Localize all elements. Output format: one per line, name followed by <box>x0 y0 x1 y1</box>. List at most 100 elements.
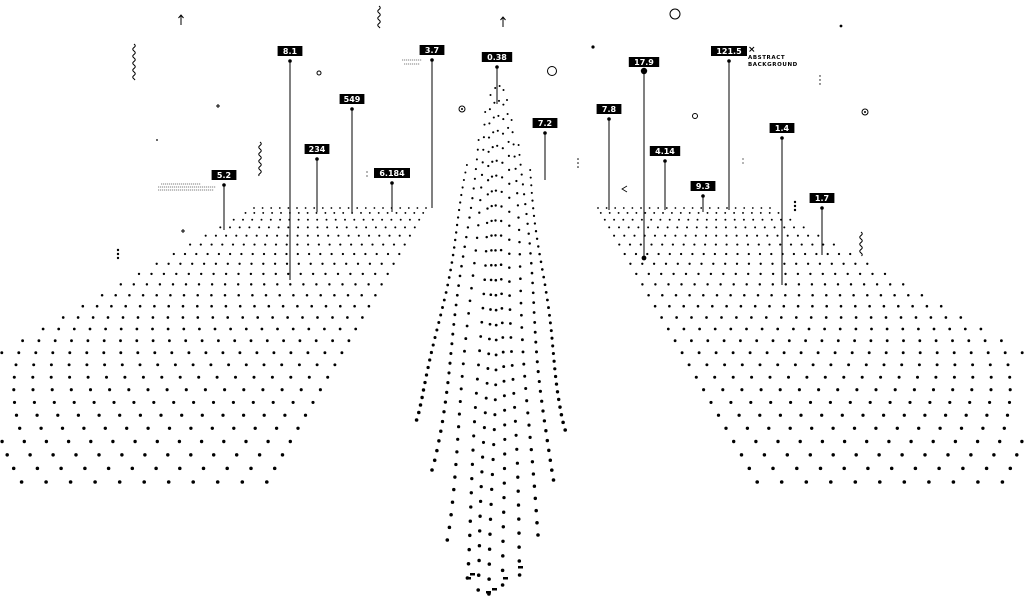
grid-dot <box>952 375 956 379</box>
grid-dot <box>706 211 709 214</box>
grid-dot <box>792 252 796 256</box>
grid-dot <box>137 272 141 276</box>
peak-dot <box>539 260 543 264</box>
peak-dot <box>508 252 511 255</box>
grid-dot <box>323 327 326 331</box>
target-icon <box>861 108 869 116</box>
peak-dot <box>450 261 454 264</box>
peak-dot <box>542 419 547 423</box>
grid-dot <box>306 226 309 229</box>
grid-dot <box>249 283 253 286</box>
grid-dot <box>893 388 897 392</box>
peak-dot <box>500 292 503 296</box>
tag-label: 121.5 <box>716 47 742 56</box>
grid-dot <box>365 226 368 229</box>
peak-dot <box>447 525 452 530</box>
grid-dot <box>319 252 322 256</box>
peak-dot <box>501 132 505 135</box>
grid-dot <box>371 218 374 221</box>
grid-dot <box>44 480 48 484</box>
grid-dot <box>297 226 300 229</box>
grid-dot <box>776 363 780 367</box>
peak-dot <box>536 533 540 537</box>
grid-dot <box>86 375 90 379</box>
grid-dot <box>665 207 668 209</box>
grid-dot <box>756 293 760 297</box>
grid-dot <box>796 234 799 237</box>
grid-dot <box>778 388 782 392</box>
grid-dot <box>217 252 221 256</box>
grid-dot <box>11 466 16 471</box>
peak-dot <box>543 283 547 287</box>
peak-dot <box>487 352 491 356</box>
grid-dot <box>739 453 744 457</box>
decorative-marks <box>116 5 869 260</box>
peak-dot <box>491 160 494 163</box>
peak-dot <box>452 487 456 492</box>
grid-dot <box>211 316 215 319</box>
grid-dot <box>751 207 754 209</box>
grid-dot <box>687 218 690 221</box>
dot-column-mark <box>366 171 368 173</box>
grid-dot <box>667 283 670 286</box>
grid-dot <box>297 262 300 265</box>
peak-dot <box>428 358 432 362</box>
grid-dot <box>278 207 281 209</box>
peak-dot <box>506 99 508 101</box>
grid-dot <box>953 439 958 444</box>
grid-dot <box>900 453 904 457</box>
peak-dot <box>533 496 538 501</box>
grid-dot <box>102 339 106 343</box>
grid-dot <box>286 316 289 319</box>
grid-dot <box>923 413 927 417</box>
grid-dot <box>693 283 696 286</box>
grid-dot <box>1003 351 1007 355</box>
grid-dot <box>169 293 172 297</box>
grid-dot <box>232 218 235 221</box>
grid-dot <box>119 283 123 286</box>
grid-dot <box>206 252 209 256</box>
grid-dot <box>992 453 996 457</box>
peak-dot <box>493 413 497 417</box>
peak-dot <box>547 306 550 310</box>
grid-dot <box>152 400 156 404</box>
grid-dot <box>715 234 718 237</box>
grid-dot <box>301 316 304 319</box>
grid-dot <box>279 218 282 221</box>
grid-dot <box>713 327 717 331</box>
grid-dot <box>32 363 36 367</box>
peak-dot <box>471 197 474 200</box>
grid-dot <box>72 327 76 331</box>
grid-dot <box>339 243 342 246</box>
grid-dot <box>138 413 143 417</box>
tag-anchor-dot <box>390 181 394 185</box>
grid-dot <box>125 426 129 430</box>
peak-dot <box>502 510 506 514</box>
grid-dot <box>733 211 736 214</box>
peak-dot <box>517 559 522 563</box>
grid-dot <box>133 439 137 444</box>
grid-dot <box>347 234 350 237</box>
grid-dot <box>745 426 750 430</box>
grid-dot <box>310 304 314 308</box>
peak-dot <box>532 301 536 304</box>
peak-dot <box>481 306 485 310</box>
grid-dot <box>902 413 906 417</box>
peak-dot <box>485 235 488 239</box>
peak-dot <box>457 425 461 429</box>
peak-dot <box>524 386 528 391</box>
grid-dot <box>915 375 920 379</box>
peak-dot <box>508 238 511 241</box>
grid-dot <box>678 218 680 221</box>
grid-dot <box>634 252 638 256</box>
grid-dot <box>88 327 92 331</box>
grid-dot <box>276 283 279 286</box>
grid-dot <box>657 252 660 256</box>
peak-dot <box>451 253 455 257</box>
grid-dot <box>737 413 741 417</box>
peak-dot <box>456 437 460 441</box>
value-tag: 3.7 <box>419 45 445 208</box>
grid-dot <box>900 363 904 367</box>
peak-dot <box>500 583 505 587</box>
grid-dot <box>120 363 124 367</box>
